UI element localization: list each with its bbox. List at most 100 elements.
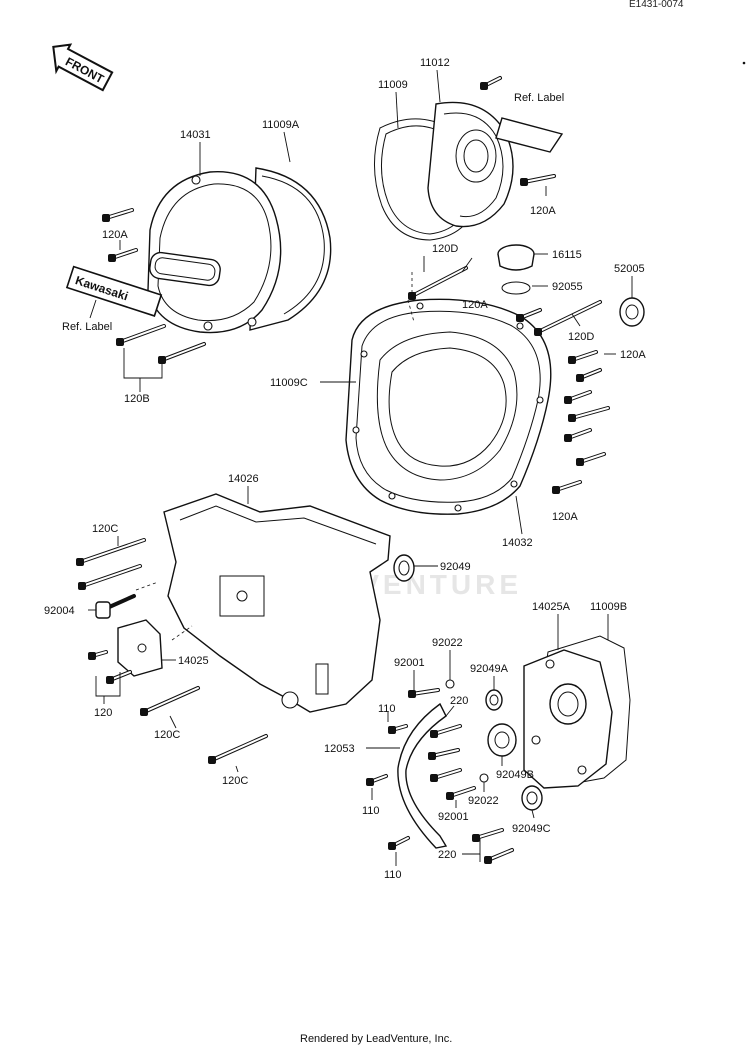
cover-14025A (523, 635, 631, 789)
label-11009C: 11009C (270, 377, 308, 389)
label-14031: 14031 (180, 129, 211, 141)
bolt-group (76, 76, 610, 864)
bolt-icon (568, 406, 610, 422)
label-120D-right: 120D (568, 331, 594, 343)
seal-92049A (485, 689, 503, 711)
label-14025A: 14025A (532, 601, 571, 613)
label-14032: 14032 (502, 537, 533, 549)
label-120C-middle: 120C (154, 729, 180, 741)
label-92055: 92055 (552, 281, 583, 293)
bolt-icon (76, 538, 146, 566)
label-14025: 14025 (178, 655, 209, 667)
bolt-icon (408, 266, 468, 300)
label-92004: 92004 (44, 605, 75, 617)
bolt-icon (576, 452, 606, 466)
label-120C-top: 120C (92, 523, 118, 535)
label-92022-bottom: 92022 (468, 795, 499, 807)
label-120A-left: 120A (102, 229, 128, 241)
bolt-icon (428, 748, 460, 760)
washer-92022-a (445, 679, 455, 689)
label-92001-bottom: 92001 (438, 811, 469, 823)
bracket-14025 (117, 619, 163, 677)
label-220-bottom: 220 (438, 849, 456, 861)
label-92049A: 92049A (470, 663, 509, 675)
bolt-icon (568, 350, 598, 364)
assembly-dashes (135, 272, 415, 641)
washer-92022-b (479, 773, 489, 783)
cover-14031 (147, 167, 332, 334)
bolt-icon (116, 324, 166, 346)
label-110-middle: 110 (362, 805, 380, 817)
oil-cap-16115 (497, 244, 535, 295)
seal-52005 (619, 297, 645, 327)
front-arrow-icon: FRONT (52, 43, 114, 92)
bolt-icon (366, 774, 388, 786)
bolt-icon (88, 650, 108, 660)
bolt-icon (564, 428, 592, 442)
bolt-icon (78, 564, 142, 590)
label-14026: 14026 (228, 473, 259, 485)
seal-92049B (487, 723, 517, 757)
bolt-icon (430, 724, 462, 738)
label-110-top: 110 (378, 703, 396, 715)
kawasaki-label: Kawasaki (65, 265, 163, 317)
bolt-icon (480, 76, 502, 90)
bolt-icon (516, 308, 542, 322)
bolt-icon (108, 248, 138, 262)
bolt-icon (446, 786, 476, 800)
guide-12053 (397, 702, 448, 849)
bolt-icon (140, 686, 200, 716)
label-92049B: 92049B (496, 769, 534, 781)
label-11012: 11012 (420, 57, 450, 69)
part-labels: 11012 11009 Ref. Label 14031 11009A 120A… (44, 57, 646, 881)
bolt-icon (106, 670, 132, 684)
bolt-icon (408, 688, 440, 698)
label-92001-top: 92001 (394, 657, 425, 669)
label-120A-right: 120A (620, 349, 646, 361)
bolt-icon (576, 368, 602, 382)
label-12053: 12053 (324, 743, 355, 755)
bolt-icon (430, 768, 462, 782)
bolt-icon (208, 734, 268, 764)
fitting-92004 (95, 594, 136, 619)
label-120: 120 (94, 707, 112, 719)
seal-92049 (393, 554, 415, 582)
bolt-icon (388, 724, 408, 734)
bolt-icon (534, 300, 602, 336)
label-92049: 92049 (440, 561, 471, 573)
seal-92049C (521, 785, 543, 811)
label-120A-center: 120A (462, 299, 488, 311)
label-120D-top: 120D (432, 243, 458, 255)
bolt-icon (158, 342, 206, 364)
bolt-icon (552, 480, 582, 494)
label-120B: 120B (124, 393, 150, 405)
label-11009: 11009 (378, 79, 408, 91)
label-120A-top-right: 120A (530, 205, 556, 217)
label-92022-top: 92022 (432, 637, 463, 649)
label-11009A: 11009A (262, 119, 300, 131)
bolt-icon (564, 390, 592, 404)
bolt-icon (388, 836, 410, 850)
diagram-code: E1431-0074 (629, 0, 684, 10)
label-92049C: 92049C (512, 823, 551, 835)
ref-label-text-a: Ref. Label (514, 92, 564, 104)
bolt-icon (520, 174, 556, 186)
bolt-icon (484, 848, 514, 864)
label-120C-bottom: 120C (222, 775, 248, 787)
bolt-icon (472, 828, 504, 842)
bolt-icon (102, 208, 134, 222)
cover-11012 (373, 101, 564, 241)
label-11009B: 11009B (590, 601, 627, 613)
label-16115: 16115 (552, 249, 582, 261)
label-220-top: 220 (450, 695, 468, 707)
speck (742, 61, 746, 65)
leader-lines (88, 69, 633, 866)
label-110-bottom: 110 (384, 869, 402, 881)
label-120A-bottom-right: 120A (552, 511, 578, 523)
footer-credit: Rendered by LeadVenture, Inc. (300, 1033, 452, 1045)
cover-14026 (163, 493, 391, 713)
ref-label-text-b: Ref. Label (62, 321, 112, 333)
label-52005: 52005 (614, 263, 645, 275)
cover-14032 (345, 298, 552, 515)
